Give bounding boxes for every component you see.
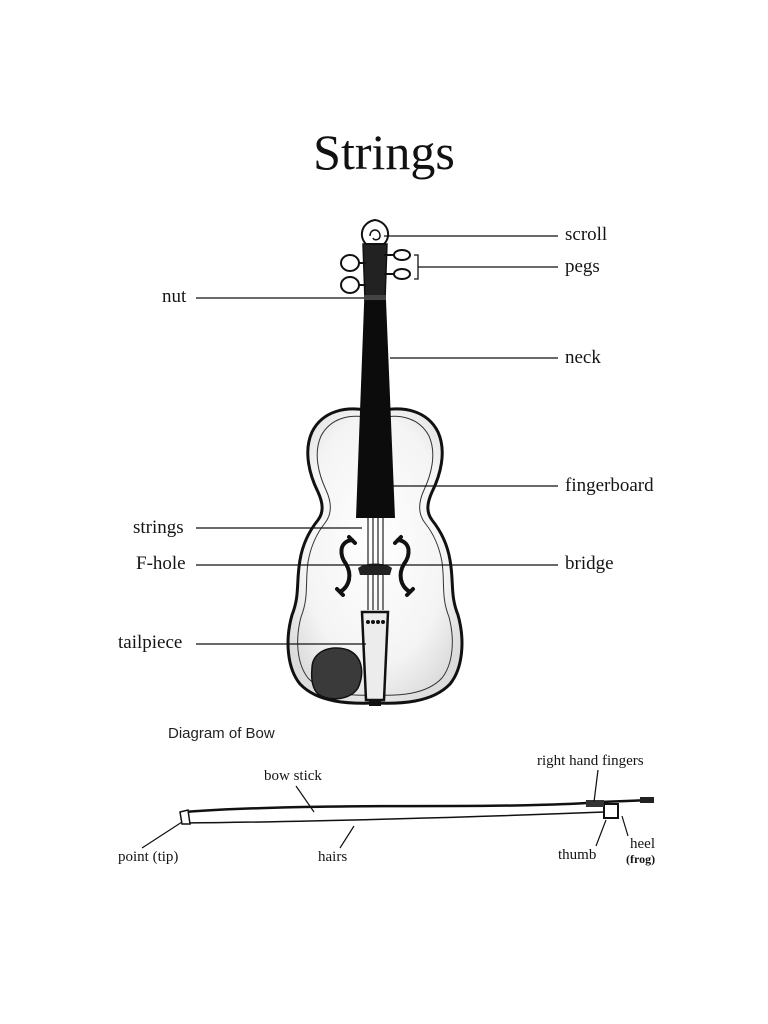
scroll-head — [360, 218, 390, 245]
f-hole-right — [393, 535, 415, 597]
frog-label: (frog) — [626, 852, 656, 866]
strings-label: strings — [133, 517, 184, 538]
nut — [364, 295, 386, 300]
bow-hairs — [183, 811, 605, 824]
right-hand-fingers-label: right hand fingers — [537, 753, 644, 769]
hairs-label: hairs — [318, 849, 348, 865]
thumb-label: thumb — [558, 847, 597, 863]
f-hole-label: F-hole — [136, 553, 186, 574]
bow-tip — [179, 809, 191, 825]
point-tip-label: point (tip) — [118, 849, 179, 865]
fingerboard — [356, 252, 395, 518]
bridge-label: bridge — [565, 553, 614, 574]
pegbox — [362, 243, 388, 301]
tailpiece-label: tailpiece — [118, 632, 183, 653]
bow-diagram-caption: Diagram of Bow — [168, 725, 275, 742]
neck-label: neck — [565, 347, 601, 368]
pegs — [340, 249, 411, 294]
heel-label: heel — [630, 836, 655, 852]
pegs-label: pegs — [565, 256, 600, 277]
bow-stick-label: bow stick — [264, 768, 322, 784]
bow-leader-lines — [141, 769, 629, 849]
f-hole-left — [335, 535, 357, 597]
bridge — [358, 563, 392, 575]
nut-label: nut — [162, 286, 187, 307]
page-title: Strings — [313, 124, 455, 180]
bow-frog — [603, 803, 619, 819]
violin-leader-lines — [196, 235, 558, 645]
chin-rest — [310, 647, 363, 700]
tailpiece — [360, 610, 390, 702]
violin — [286, 218, 464, 706]
fingerboard-label: fingerboard — [565, 475, 654, 496]
bow-grip — [586, 800, 604, 807]
bow-stick — [184, 798, 653, 814]
bow — [179, 797, 654, 825]
scroll-label: scroll — [565, 224, 608, 245]
